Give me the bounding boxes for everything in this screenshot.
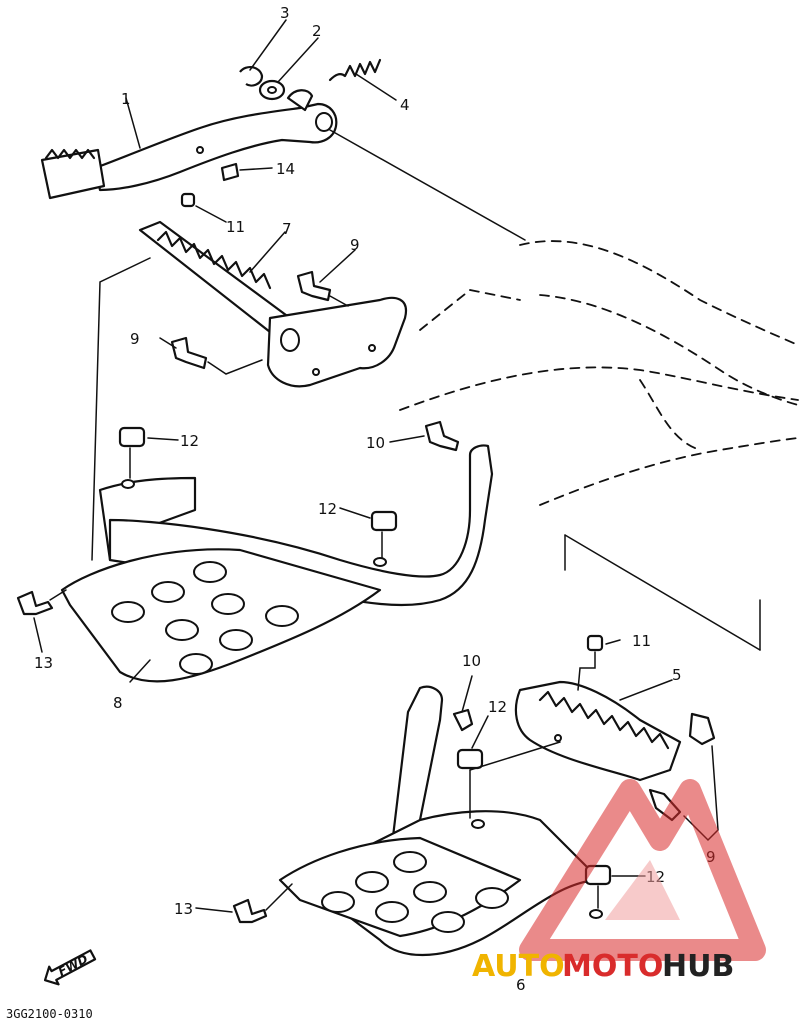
label-part-12-c: 12 <box>488 698 507 716</box>
rubber-damper-a <box>118 426 146 448</box>
bolt-13-leader <box>49 589 67 601</box>
footrest-right-leader <box>469 741 561 771</box>
label-part-8: 8 <box>113 694 123 712</box>
label-part-14: 14 <box>276 160 295 178</box>
watermark-moto: MOTO <box>562 949 663 984</box>
brake-pedal <box>40 89 338 200</box>
frame-outline <box>399 240 799 651</box>
skid-plate-left <box>60 444 494 683</box>
label-part-6: 6 <box>516 976 526 994</box>
left-footrest <box>138 220 408 388</box>
washer <box>258 79 286 101</box>
label-part-7: 7 <box>282 220 292 238</box>
label-part-9-b: 9 <box>130 330 140 348</box>
bolt-upper-b <box>170 336 208 370</box>
rubber-damper-b <box>370 510 398 532</box>
watermark-auto: AUTO <box>472 949 565 984</box>
bolt-10-upper <box>424 420 460 452</box>
bolt-leader-b <box>329 295 349 307</box>
nut-leader-right <box>577 651 596 691</box>
watermark-text: AUTO MOTO HUB <box>472 949 734 984</box>
label-part-12-b: 12 <box>318 500 337 518</box>
label-part-12-a: 12 <box>180 432 199 450</box>
right-footrest <box>514 634 682 782</box>
pivot-leader <box>329 129 526 241</box>
label-part-2: 2 <box>312 22 322 40</box>
clip <box>239 66 264 87</box>
label-part-13-b: 13 <box>174 900 193 918</box>
rubber-damper-c <box>456 748 484 770</box>
bolt-upper-a <box>296 270 332 302</box>
watermark-hub: HUB <box>662 949 734 984</box>
nut-top <box>180 192 196 208</box>
label-part-5: 5 <box>672 666 682 684</box>
diagram-code: 3GG2100-0310 <box>6 1007 93 1021</box>
label-part-11-b: 11 <box>632 632 651 650</box>
watermark-logo <box>519 779 766 961</box>
label-part-13-a: 13 <box>34 654 53 672</box>
skid-plate-right <box>278 685 603 956</box>
pedal-bolt <box>220 162 240 182</box>
fwd-label: FWD <box>56 952 90 979</box>
mount-leader <box>91 257 151 561</box>
fwd-arrow-icon: FWD <box>43 949 97 986</box>
return-spring <box>328 58 382 82</box>
label-part-1: 1 <box>121 90 131 108</box>
label-part-10-a: 10 <box>366 434 385 452</box>
bolt-13-left <box>16 590 54 616</box>
bolt-leader-a <box>207 359 263 375</box>
bolt-13-right-leader <box>265 883 293 911</box>
label-part-4: 4 <box>400 96 410 114</box>
bolt-10-lower <box>452 708 474 732</box>
bolt-13-right <box>232 898 268 924</box>
label-part-10-b: 10 <box>462 652 481 670</box>
bolt-9-right-a <box>688 712 716 746</box>
label-part-3: 3 <box>280 4 290 22</box>
label-part-9-a: 9 <box>350 236 360 254</box>
label-part-11-a: 11 <box>226 218 245 236</box>
